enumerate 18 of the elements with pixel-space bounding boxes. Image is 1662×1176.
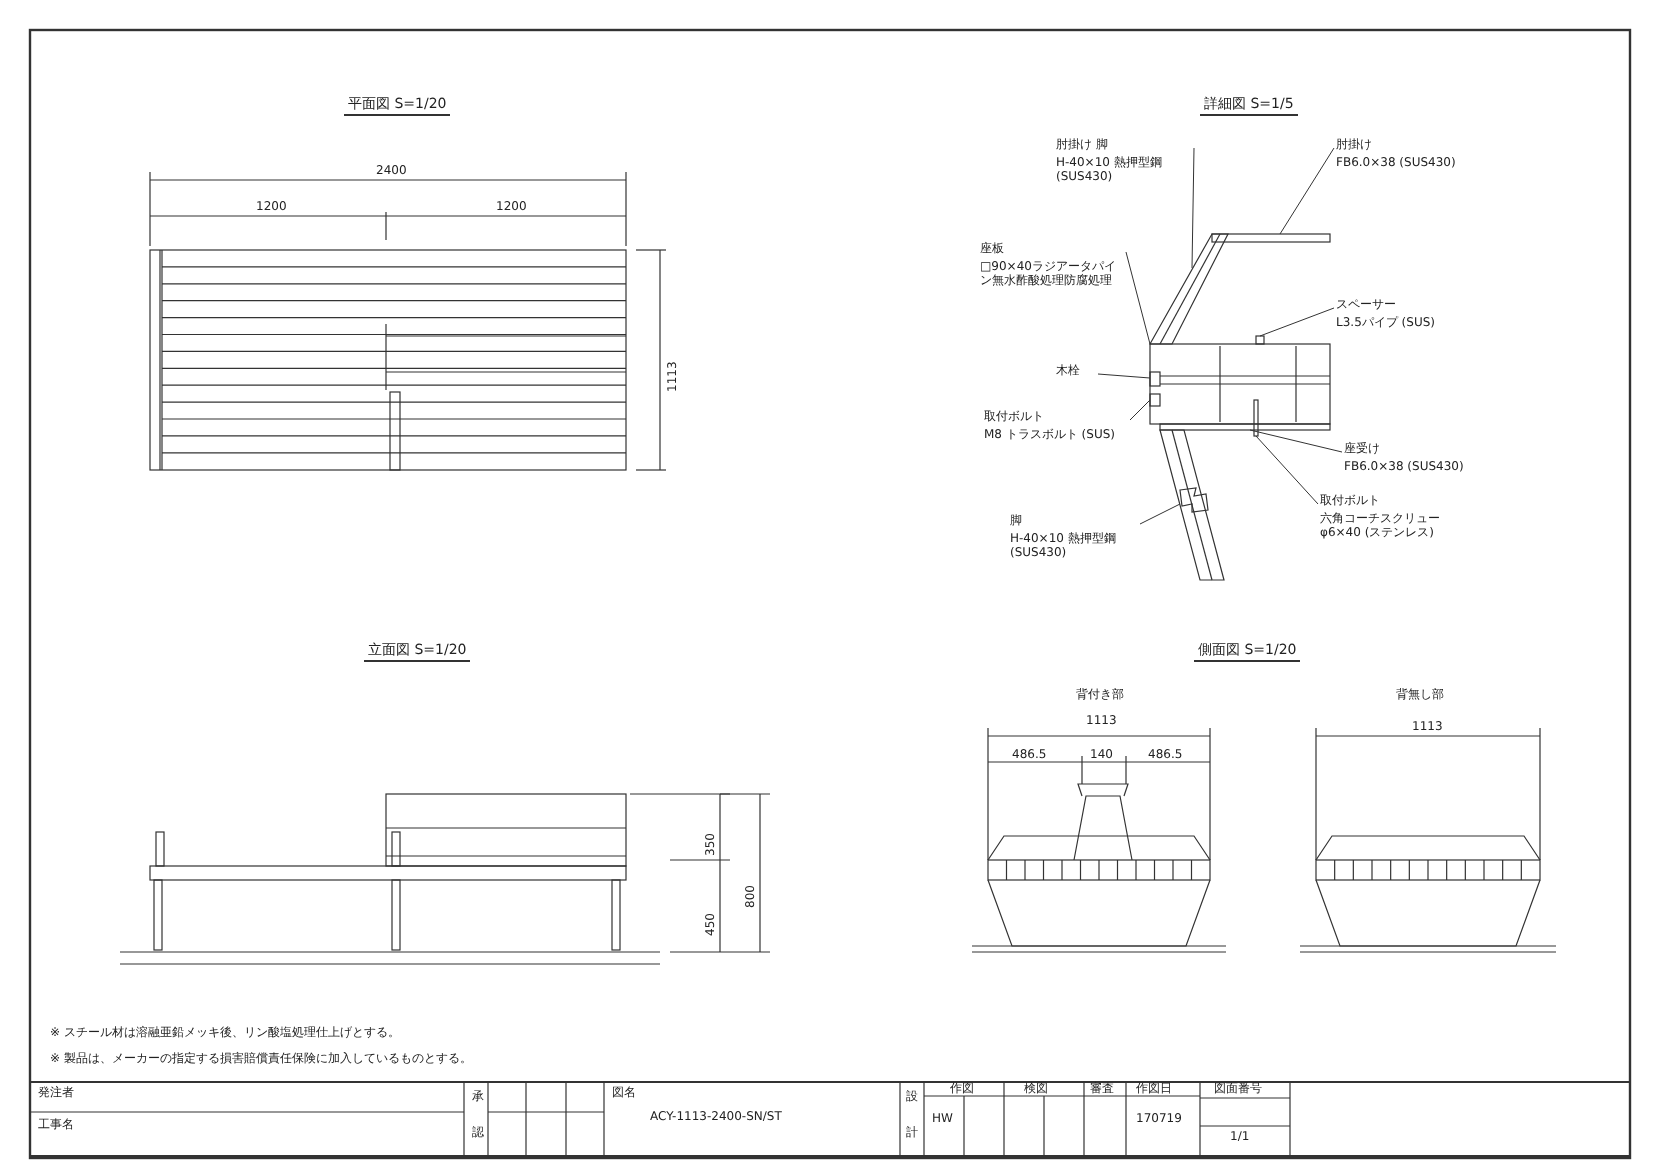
armrest-leg	[1148, 233, 1229, 345]
mounting-bolt	[1149, 393, 1161, 407]
leader-line	[1139, 503, 1181, 525]
leader-line	[1097, 373, 1151, 379]
armrest-bar	[1211, 233, 1331, 243]
spacer	[1255, 335, 1265, 345]
leader-line	[1129, 399, 1151, 421]
leader-line	[1279, 147, 1335, 235]
seat-section	[1149, 343, 1331, 425]
leader-line	[1191, 147, 1195, 269]
leader-line	[1259, 307, 1335, 337]
leg-section	[1159, 429, 1225, 581]
coach-screw	[1253, 399, 1259, 437]
leader-line	[1125, 251, 1151, 345]
leader-line	[1255, 435, 1319, 505]
leader-line	[1249, 429, 1343, 453]
seat-bracket	[1159, 423, 1331, 431]
wood-plug	[1149, 371, 1161, 387]
